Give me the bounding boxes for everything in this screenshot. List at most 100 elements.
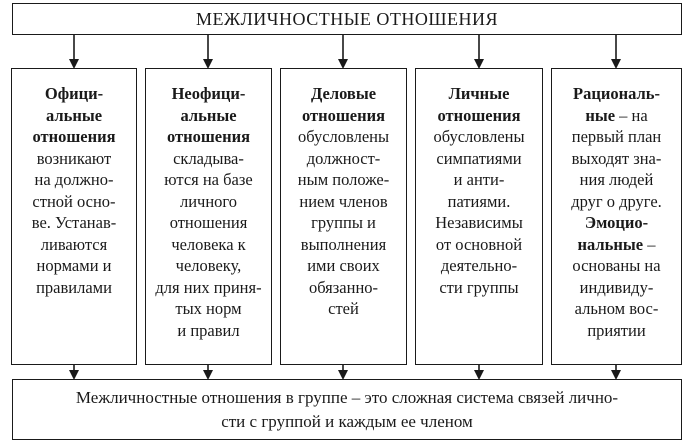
column-line: стей — [285, 298, 402, 320]
line-text: нием членов — [299, 191, 388, 211]
line-text: группы и — [311, 213, 376, 232]
column-line: и анти- — [420, 169, 538, 191]
column-line: обусловлены — [285, 126, 402, 148]
line-text: на должно- — [34, 170, 114, 189]
column-line: отношения — [150, 126, 267, 148]
bold-term: альные — [45, 105, 103, 125]
line-text: патиями. — [447, 191, 511, 211]
column-line: правилами — [16, 277, 132, 299]
bold-term: Офици- — [44, 84, 104, 103]
bold-term: Эмоцио- — [584, 213, 649, 232]
column-line: обусловлены — [420, 126, 538, 148]
line-text: первый план — [571, 127, 662, 146]
line-text: ливаются — [40, 234, 108, 254]
column-line: Эмоцио- — [556, 212, 677, 234]
line-text: индивиду- — [579, 277, 654, 297]
line-text: человека к — [171, 234, 246, 254]
line-text: ве. Устанав- — [31, 213, 117, 232]
column-line: Личные — [420, 83, 538, 105]
column-line: нальные – — [556, 234, 677, 256]
line-text: обусловлены — [433, 127, 525, 146]
line-text: приятии — [587, 320, 646, 340]
line-text: симпатиями — [436, 148, 522, 168]
line-text: выполнения — [300, 234, 387, 254]
column-line: альные — [150, 105, 267, 127]
bold-term: Рациональ- — [573, 84, 660, 103]
column-line: нием членов — [285, 191, 402, 213]
title-text: МЕЖЛИЧНОСТНЫЕ ОТНОШЕНИЯ — [195, 8, 499, 29]
line-text: ими своих — [307, 256, 380, 275]
line-text: Независимы — [435, 213, 523, 232]
line-text: и анти- — [453, 170, 505, 189]
line-text: стной осно- — [32, 191, 116, 211]
column-line: ими своих — [285, 255, 402, 277]
column-line: патиями. — [420, 191, 538, 213]
column-line: человеку, — [150, 255, 267, 277]
column-line: первый план — [556, 126, 677, 148]
footer-line-2: сти с группой и каждым ее членом — [221, 412, 473, 431]
column-line: Неофици- — [150, 83, 267, 105]
column-line: отношения — [16, 126, 132, 148]
column-line: друг о друге. — [556, 191, 677, 213]
line-text: тых норм — [175, 299, 242, 318]
column-line: сти группы — [420, 277, 538, 299]
line-text: стей — [328, 299, 359, 318]
column-line: ным положе- — [285, 169, 402, 191]
footer-definition-box: Межличностные отношения в группе – это с… — [12, 379, 682, 440]
column-line: альные — [16, 105, 132, 127]
column-line: для них приня- — [150, 277, 267, 299]
column-line: нормами и — [16, 255, 132, 277]
column-line: и правил — [150, 320, 267, 342]
column-line: отношения — [150, 212, 267, 234]
line-text: человеку, — [175, 256, 242, 275]
line-text: для них приня- — [155, 277, 262, 297]
bold-term: ные — [585, 105, 616, 125]
bold-term: отношения — [301, 105, 386, 125]
bold-term: отношения — [32, 127, 116, 146]
line-text: обязанно- — [308, 277, 379, 297]
column-line: Рациональ- — [556, 83, 677, 105]
column-line: отношения — [285, 105, 402, 127]
line-text: основаны на — [572, 256, 661, 275]
column-line: ве. Устанав- — [16, 212, 132, 234]
line-text: правилами — [36, 277, 112, 297]
column-line: симпатиями — [420, 148, 538, 170]
column-line: должност- — [285, 148, 402, 170]
line-text: личного — [179, 191, 238, 211]
line-text: ются на базе — [164, 170, 253, 189]
line-text: – — [643, 234, 656, 254]
column-line: возникают — [16, 148, 132, 170]
column-line: ные – на — [556, 105, 677, 127]
line-text: альном вос- — [574, 299, 659, 318]
column-line: ливаются — [16, 234, 132, 256]
column-line: выполнения — [285, 234, 402, 256]
line-text: и правил — [177, 320, 240, 340]
line-text: нормами и — [36, 256, 112, 275]
column-line: Деловые — [285, 83, 402, 105]
column-line: стной осно- — [16, 191, 132, 213]
column-line: приятии — [556, 320, 677, 342]
bottom-arrow-group — [69, 365, 621, 380]
bold-term: отношения — [437, 105, 521, 125]
line-text: друг о друге. — [571, 191, 662, 211]
line-text: должност- — [306, 148, 381, 168]
column-line: ния людей — [556, 169, 677, 191]
bold-term: Личные — [448, 84, 510, 103]
personal-relations-box: Личные отношения обусловлены симпатиями и ан… — [415, 68, 543, 365]
column-line: основаны на — [556, 255, 677, 277]
column-line: отношения — [420, 105, 538, 127]
column-line: складыва- — [150, 148, 267, 170]
column-line: деятельно- — [420, 255, 538, 277]
line-text: – на — [615, 105, 648, 125]
column-line: альном вос- — [556, 298, 677, 320]
footer-line-1: Межличностные отношения в группе – это с… — [75, 388, 619, 407]
line-text: складыва- — [173, 148, 244, 168]
column-line: ются на базе — [150, 169, 267, 191]
bold-term: Деловые — [310, 84, 377, 103]
column-line: на должно- — [16, 169, 132, 191]
line-text: выходят зна- — [571, 148, 662, 168]
bold-term: Неофици- — [171, 84, 246, 103]
